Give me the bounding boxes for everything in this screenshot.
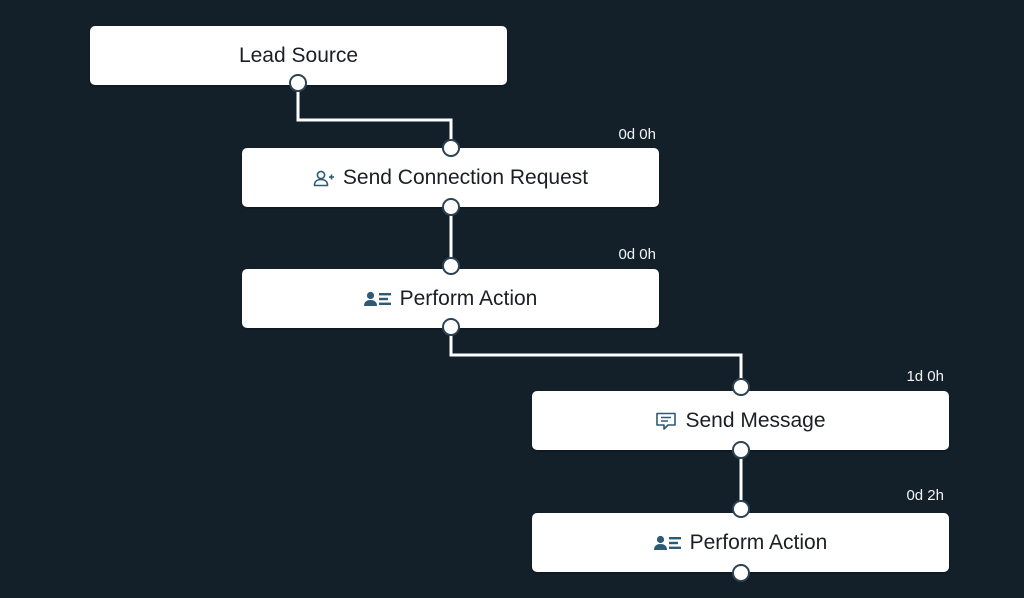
input-port[interactable] [442,139,460,157]
output-port[interactable] [442,318,460,336]
output-port[interactable] [442,198,460,216]
delay-label: 1d 0h [906,368,944,385]
delay-label: 0d 0h [618,246,656,263]
output-port[interactable] [732,564,750,582]
input-port[interactable] [732,378,750,396]
profile-card-icon [653,535,682,551]
node-send-connection-request[interactable]: Send Connection Request [242,148,659,207]
node-send-message[interactable]: Send Message [532,391,949,450]
delay-label: 0d 0h [618,126,656,143]
node-label: Perform Action [689,530,828,554]
input-port[interactable] [732,500,750,518]
connector-lead-source-to-send-connection-request [296,83,453,148]
node-perform-action-2[interactable]: Perform Action [532,513,949,572]
user-plus-icon [313,169,335,187]
input-port[interactable] [442,257,460,275]
output-port[interactable] [289,74,307,92]
delay-label: 0d 2h [906,487,944,504]
profile-card-icon [363,291,392,307]
node-label: Lead Source [238,43,359,67]
message-icon [655,411,677,431]
connector-perform-action-1-to-send-message [449,327,743,387]
output-port[interactable] [732,441,750,459]
node-label: Send Connection Request [342,165,589,189]
node-label: Perform Action [399,286,538,310]
node-label: Send Message [685,408,826,432]
